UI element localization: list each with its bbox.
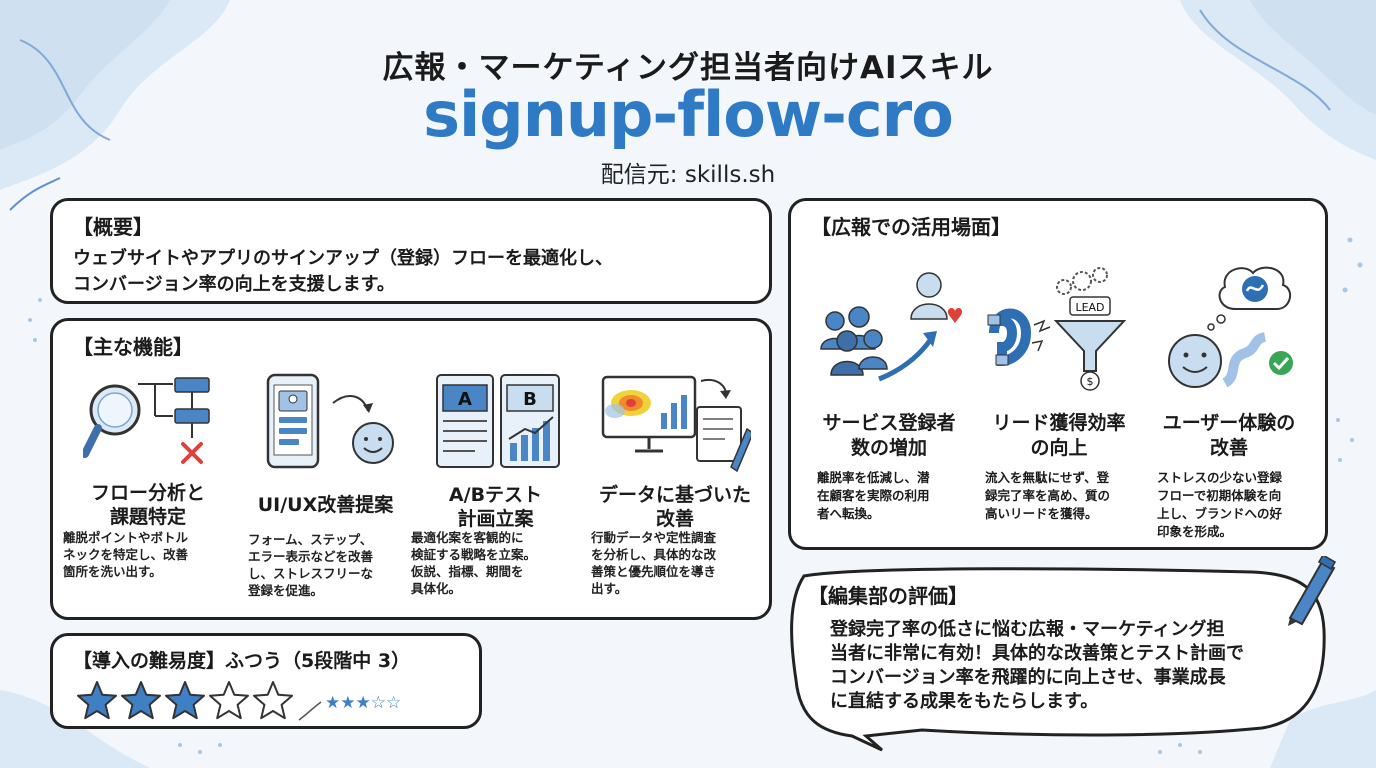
usage-desc: 流入を無駄にせず、登 録完了率を高め、質の 高いリードを獲得。 bbox=[985, 469, 1137, 523]
skill-name: signup-flow-cro bbox=[423, 78, 954, 151]
usage-title-line: リード獲得効率 bbox=[992, 412, 1126, 434]
user-growth-icon bbox=[820, 272, 963, 382]
usage-desc: ストレスの少ない登録 フローで初期体験を向 上し、ブランドへの好 印象を形成。 bbox=[1157, 469, 1309, 541]
features-panel: 【主な機能】 フロー分析と 課題特定 離脱ポイントやボトル ネックを特定し、改善… bbox=[50, 318, 772, 620]
overview-text: ウェブサイトやアプリのサインアップ（登録）フローを最適化し、 コンバージョン率の… bbox=[73, 246, 749, 298]
lead-label: LEAD bbox=[1075, 301, 1104, 314]
ab-variant-b-label: B bbox=[523, 389, 537, 410]
pen-icon bbox=[1288, 556, 1337, 626]
feature-desc: 離脱ポイントやボトル ネックを特定し、改善 箇所を洗い出す。 bbox=[63, 529, 223, 580]
usage-title: サービス登録者 数の増加 bbox=[809, 411, 969, 461]
usage-panel: 【広報での活用場面】 サービス登録者 数の増加 離脱率を低減し、潜 在顧客を実際… bbox=[788, 198, 1328, 550]
star-empty-icon bbox=[209, 681, 249, 720]
feature-desc-line: 善策と優先順位を導き bbox=[591, 564, 717, 579]
feature-title: データに基づいた 改善 bbox=[585, 483, 765, 531]
mini-star-rating: ★★★☆☆ bbox=[325, 693, 401, 713]
usage-desc-line: 録完了率を高め、質の bbox=[985, 488, 1111, 503]
feature-title-line: UI/UX改善提案 bbox=[257, 494, 394, 516]
feature-desc-line: ネックを特定し、改善 bbox=[63, 547, 189, 562]
review-line: に直結する成果をもたらします。 bbox=[830, 691, 1099, 712]
smile-path-icon bbox=[1168, 266, 1293, 388]
overview-panel: 【概要】 ウェブサイトやアプリのサインアップ（登録）フローを最適化し、 コンバー… bbox=[50, 198, 772, 304]
feature-desc: 行動データや定性調査 を分析し、具体的な改 善策と優先順位を導き 出す。 bbox=[591, 529, 761, 597]
feature-desc-line: を分析し、具体的な改 bbox=[591, 547, 717, 562]
features-heading: 【主な機能】 bbox=[73, 335, 193, 359]
feature-desc-line: し、ストレスフリーな bbox=[248, 566, 374, 581]
star-filled-icon bbox=[121, 681, 161, 720]
feature-title: UI/UX改善提案 bbox=[238, 493, 413, 517]
feature-desc-line: 行動データや定性調査 bbox=[591, 530, 717, 545]
feature-desc-line: フォーム、ステップ、 bbox=[248, 532, 373, 547]
star-filled-icon bbox=[165, 681, 205, 720]
usage-desc-line: ストレスの少ない登録 bbox=[1157, 470, 1283, 485]
feature-desc-line: 出す。 bbox=[591, 581, 628, 596]
difficulty-panel: 【導入の難易度】ふつう（5段階中 3） ★★★☆☆ bbox=[50, 633, 482, 729]
usage-desc-line: 上し、ブランドへの好 bbox=[1157, 506, 1283, 521]
usage-desc-line: フローで初期体験を向 bbox=[1157, 488, 1282, 503]
feature-desc-line: 離脱ポイントやボトル bbox=[63, 530, 189, 545]
usage-desc: 離脱率を低減し、潜 在顧客を実際の利用 者へ転換。 bbox=[817, 469, 969, 523]
feature-title-line: 計画立案 bbox=[457, 508, 534, 530]
magnet-funnel-icon: LEAD $ bbox=[987, 267, 1127, 391]
star-filled-icon bbox=[77, 681, 117, 720]
overview-line: ウェブサイトやアプリのサインアップ（登録）フローを最適化し、 bbox=[73, 248, 613, 269]
feature-desc-line: 検証する戦略を立案。 bbox=[411, 547, 537, 562]
difficulty-heading-row: 【導入の難易度】ふつう（5段階中 3） bbox=[73, 646, 459, 673]
feature-title-line: 課題特定 bbox=[109, 506, 186, 528]
usage-title-line: 改善 bbox=[1209, 437, 1248, 459]
difficulty-value: ふつう（5段階中 3） bbox=[225, 650, 411, 672]
usage-desc-line: 者へ転換。 bbox=[817, 506, 880, 521]
feature-title-line: A/Bテスト bbox=[448, 484, 543, 506]
usage-desc-line: 離脱率を低減し、潜 bbox=[817, 470, 930, 485]
feature-desc: 最適化案を客観的に 検証する戦略を立案。 仮説、指標、期間を 具体化。 bbox=[411, 529, 576, 597]
review-text: 登録完了率の低さに悩む広報・マーケティング担 当者に非常に有効！具体的な改善策と… bbox=[830, 618, 1310, 714]
star-rating: ★★★☆☆ bbox=[77, 681, 401, 721]
feature-title-line: 改善 bbox=[655, 508, 694, 530]
magnifier-flowchart-icon bbox=[83, 377, 210, 464]
review-line: コンバージョン率を飛躍的に向上させ、事業成長 bbox=[830, 667, 1226, 688]
overview-heading: 【概要】 bbox=[73, 215, 153, 239]
usage-title-line: サービス登録者 bbox=[822, 412, 956, 434]
review-speech-bubble bbox=[790, 567, 1326, 752]
feature-title-line: データに基づいた bbox=[598, 484, 751, 506]
feature-desc-line: 仮説、指標、期間を bbox=[411, 564, 524, 579]
review-heading: 【編集部の評価】 bbox=[808, 584, 968, 608]
svg-text:$: $ bbox=[1087, 375, 1094, 388]
arrow-icon bbox=[298, 701, 322, 721]
feature-title: A/Bテスト 計画立案 bbox=[408, 483, 583, 531]
difficulty-heading: 【導入の難易度】 bbox=[73, 650, 226, 672]
overview-line: コンバージョン率の向上を支援します。 bbox=[73, 274, 395, 295]
feature-title-line: フロー分析と bbox=[90, 482, 205, 504]
usage-desc-line: 在顧客を実際の利用 bbox=[817, 488, 930, 503]
source-label: 配信元: skills.sh bbox=[600, 162, 776, 188]
usage-heading: 【広報での活用場面】 bbox=[811, 215, 1011, 239]
feature-desc: フォーム、ステップ、 エラー表示などを改善 し、ストレスフリーな 登録を促進。 bbox=[248, 531, 408, 599]
ab-variant-a-label: A bbox=[458, 389, 472, 410]
heatmap-monitor-icon bbox=[601, 375, 751, 473]
feature-desc-line: 登録を促進。 bbox=[248, 583, 324, 598]
usage-title-line: の向上 bbox=[1030, 437, 1088, 459]
usage-desc-line: 流入を無駄にせず、登 bbox=[985, 470, 1110, 485]
usage-title-line: 数の増加 bbox=[850, 437, 927, 459]
feature-desc-line: エラー表示などを改善 bbox=[248, 549, 374, 564]
feature-title: フロー分析と 課題特定 bbox=[63, 481, 233, 529]
feature-desc-line: 具体化。 bbox=[411, 581, 462, 596]
usage-title: リード獲得効率 の向上 bbox=[979, 411, 1139, 461]
usage-desc-line: 高いリードを獲得。 bbox=[985, 506, 1098, 521]
review-line: 登録完了率の低さに悩む広報・マーケティング担 bbox=[830, 619, 1225, 640]
feature-desc-line: 最適化案を客観的に bbox=[411, 530, 524, 545]
ab-test-icon: A B bbox=[436, 374, 560, 468]
usage-desc-line: 印象を形成。 bbox=[1157, 524, 1233, 539]
review-line: 当者に非常に有効！具体的な改善策とテスト計画で bbox=[830, 643, 1244, 664]
usage-title: ユーザー体験の 改善 bbox=[1149, 411, 1309, 461]
usage-title-line: ユーザー体験の bbox=[1162, 412, 1296, 434]
star-empty-icon bbox=[253, 681, 293, 720]
feature-desc-line: 箇所を洗い出す。 bbox=[63, 564, 162, 579]
smartphone-smile-icon bbox=[266, 373, 394, 469]
page-title: 広報・マーケティング担当者向けAIスキル bbox=[382, 50, 994, 86]
